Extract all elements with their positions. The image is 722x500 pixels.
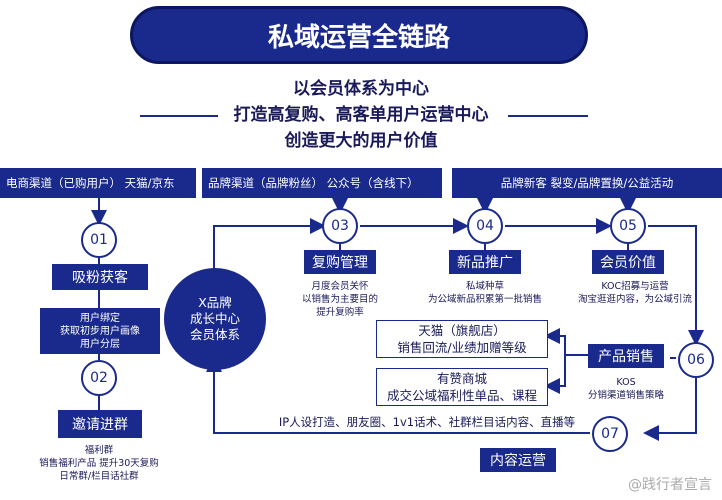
step-02-label: 邀请进群 [58,410,142,438]
subtitle-line-2: 打造高复购、高客单用户运营中心 [233,105,489,125]
watermark: @践行者宣言 [628,477,712,493]
channel-new-customer: 品牌新客 裂变/品牌置换/公益活动 [452,168,722,198]
step-05-label: 会员价值 [592,250,664,274]
step-01-label: 吸粉获客 [52,264,148,290]
step-04-circle: 04 [467,208,503,244]
step-06-desc: KOS 分销渠道销售策略 [570,376,682,402]
step-06-desc-line: 分销渠道销售策略 [587,390,664,401]
sales-box-tmall-line-2: 销售回流/业绩加赠等级 [397,340,527,355]
member-system-center: X品牌 成长中心 会员体系 [164,268,266,370]
subtitle-line-1: 以会员体系为中心 [293,79,429,99]
step-01-desc-line: 用户绑定 [80,312,120,324]
step-04-desc-line: 为公域新品积累第一批销售 [427,294,542,305]
step-04-desc-line: 私域种草 [465,281,504,292]
sales-box-tmall: 天猫（旗舰店） 销售回流/业绩加赠等级 [376,320,548,358]
step-03-label: 复购管理 [304,250,376,274]
step-06-desc-line: KOS [616,377,636,388]
page-title: 私域运营全链路 [130,6,588,64]
step-03-circle: 03 [322,208,358,244]
step-04-label: 新品推广 [449,250,521,274]
sales-box-youzan-line-1: 有赞商城 [436,371,487,386]
center-line-3: 会员体系 [189,327,240,342]
sales-box-tmall-line-1: 天猫（旗舰店） [418,323,506,338]
step-05-desc-line: KOC招募与运营 [601,281,669,292]
center-line-1: X品牌 [198,295,232,310]
channel-brand: 品牌渠道（品牌粉丝） 公众号（含线下） [202,168,442,198]
step-05-desc: KOC招募与运营 淘宝逛逛内容，为公域引流 [560,280,710,306]
step-04-desc: 私域种草 为公域新品积累第一批销售 [405,280,565,306]
step-01-desc-line: 获取初步用户画像 [60,325,140,337]
sales-box-youzan: 有赞商城 成交公域福利性单品、课程 [376,368,548,406]
step-01-desc-line: 用户分层 [80,338,120,350]
step-02-desc-line: 销售福利产品 提升30天复购 [39,458,159,469]
channel-ecommerce: 电商渠道（已购用户） 天猫/京东 [0,168,196,198]
step-05-desc-line: 淘宝逛逛内容，为公域引流 [577,294,692,305]
step-02-circle: 02 [81,360,117,396]
step-03-desc-line: 以销售为主要目的 [301,294,378,305]
step-03-desc: 月度会员关怀 以销售为主要目的 提升复购率 [270,280,410,319]
step-06-label: 产品销售 [588,344,664,368]
step-03-desc-line: 提升复购率 [316,307,364,318]
subtitle-line-3: 创造更大的用户价值 [284,131,438,151]
sales-box-youzan-line-2: 成交公域福利性单品、课程 [386,388,537,403]
step-03-desc-line: 月度会员关怀 [311,281,369,292]
step-07-circle: 07 [592,416,628,452]
step-01-desc: 用户绑定 获取初步用户画像 用户分层 [40,308,160,354]
step-01-circle: 01 [81,222,117,258]
step-02-desc-line: 福利群 [84,445,114,456]
step-07-label: 内容运营 [480,448,556,472]
step-06-circle: 06 [678,342,714,378]
step-07-desc: IP人设打造、朋友圈、1v1话术、社群栏目话内容、直播等 [262,414,592,430]
center-line-2: 成长中心 [189,311,240,326]
step-02-desc: 福利群 销售福利产品 提升30天复购 日常群/栏目话社群 [14,444,184,483]
step-02-desc-line: 日常群/栏目话社群 [59,471,139,482]
step-05-circle: 05 [610,208,646,244]
